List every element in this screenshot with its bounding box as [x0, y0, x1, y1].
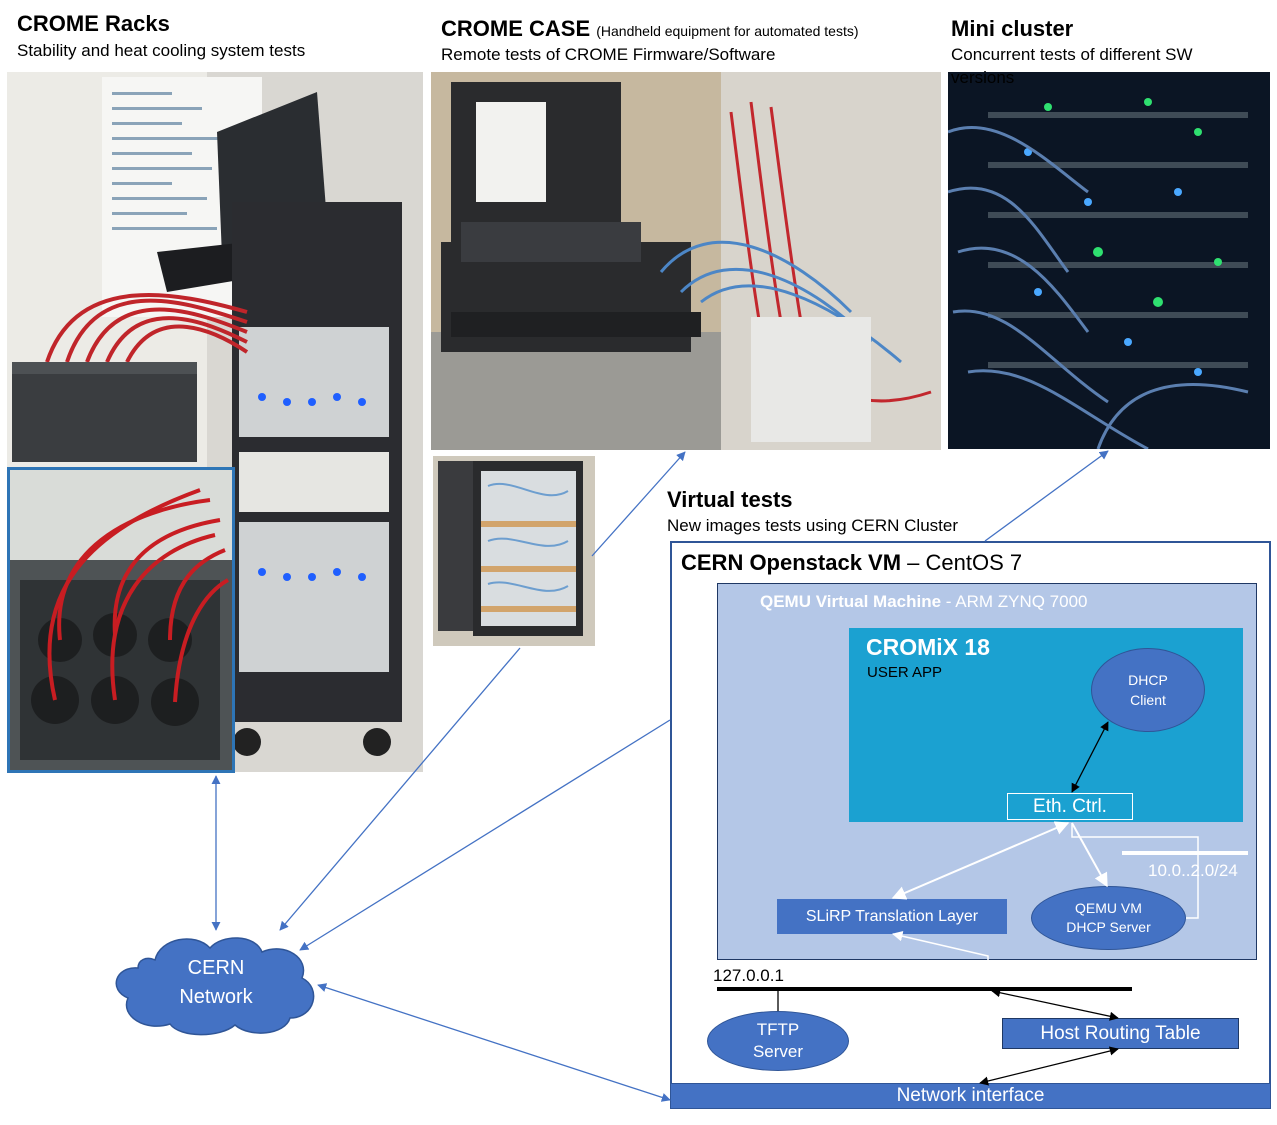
qemu-vm-title-bold: QEMU Virtual Machine — [760, 592, 942, 611]
climate-chamber-photo — [433, 456, 595, 646]
eth-ctrl-box: Eth. Ctrl. — [1007, 793, 1133, 820]
cromix-title: CROMiX 18 — [866, 634, 990, 660]
tftp-server-node: TFTP Server — [707, 1011, 849, 1071]
racks-subtitle: Stability and heat cooling system tests — [17, 41, 306, 60]
case-title-main: CROME CASE — [441, 16, 591, 41]
link-vm-cluster — [984, 450, 1109, 542]
qemu-vm-title: QEMU Virtual Machine - ARM ZYNQ 7000 — [760, 592, 1088, 612]
dhcp-client-line2: Client — [1130, 692, 1166, 708]
network-interface-bar: Network interface — [670, 1083, 1271, 1109]
racks-title: CROME Racks — [17, 11, 170, 36]
cern-network-label: CERN Network — [110, 948, 322, 1018]
link-network-interface — [317, 983, 671, 1102]
virtual-subtitle: New images tests using CERN Cluster — [667, 516, 958, 535]
crate-inset-photo — [7, 467, 235, 773]
subnet-label: 10.0..2.0/24 — [1148, 861, 1238, 880]
qemu-dhcp-server-node: QEMU VM DHCP Server — [1031, 886, 1186, 950]
dhcp-client-node: DHCP Client — [1091, 648, 1205, 732]
qemu-dhcp-line2: DHCP Server — [1066, 919, 1151, 935]
openstack-vm-title-bold: CERN Openstack VM — [681, 550, 902, 575]
case-subtitle: Remote tests of CROME Firmware/Software — [441, 45, 776, 64]
dhcp-client-line1: DHCP — [1128, 672, 1168, 688]
cloud-shape — [115, 937, 315, 1036]
openstack-vm-title-rest: – CentOS 7 — [901, 550, 1023, 575]
crome-case-photo — [431, 72, 941, 450]
qemu-dhcp-line1: QEMU VM — [1075, 900, 1142, 916]
cern-network-line2: Network — [179, 986, 253, 1008]
cluster-subtitle-line1: Concurrent tests of different SW — [951, 45, 1193, 64]
crome-racks-photo — [7, 72, 423, 772]
virtual-title: Virtual tests — [667, 487, 793, 512]
cluster-title: Mini cluster — [951, 16, 1074, 41]
qemu-vm-title-rest: - ARM ZYNQ 7000 — [941, 592, 1088, 611]
case-title-note: (Handheld equipment for automated tests) — [596, 23, 859, 39]
mini-cluster-photo — [948, 72, 1270, 449]
cluster-subtitle-line2: versions — [951, 68, 1015, 87]
cern-network-line1: CERN — [187, 957, 245, 979]
loopback-label: 127.0.0.1 — [713, 966, 784, 985]
user-app-label: USER APP — [867, 664, 943, 681]
tftp-line2: Server — [752, 1042, 804, 1061]
case-title: CROME CASE (Handheld equipment for autom… — [441, 16, 859, 42]
cern-network-cloud: CERN Network — [110, 930, 322, 1038]
tftp-line1: TFTP — [756, 1020, 800, 1039]
slirp-layer-box: SLiRP Translation Layer — [777, 899, 1007, 934]
host-routing-table-box: Host Routing Table — [1002, 1018, 1239, 1049]
openstack-vm-title: CERN Openstack VM – CentOS 7 — [681, 550, 1022, 576]
